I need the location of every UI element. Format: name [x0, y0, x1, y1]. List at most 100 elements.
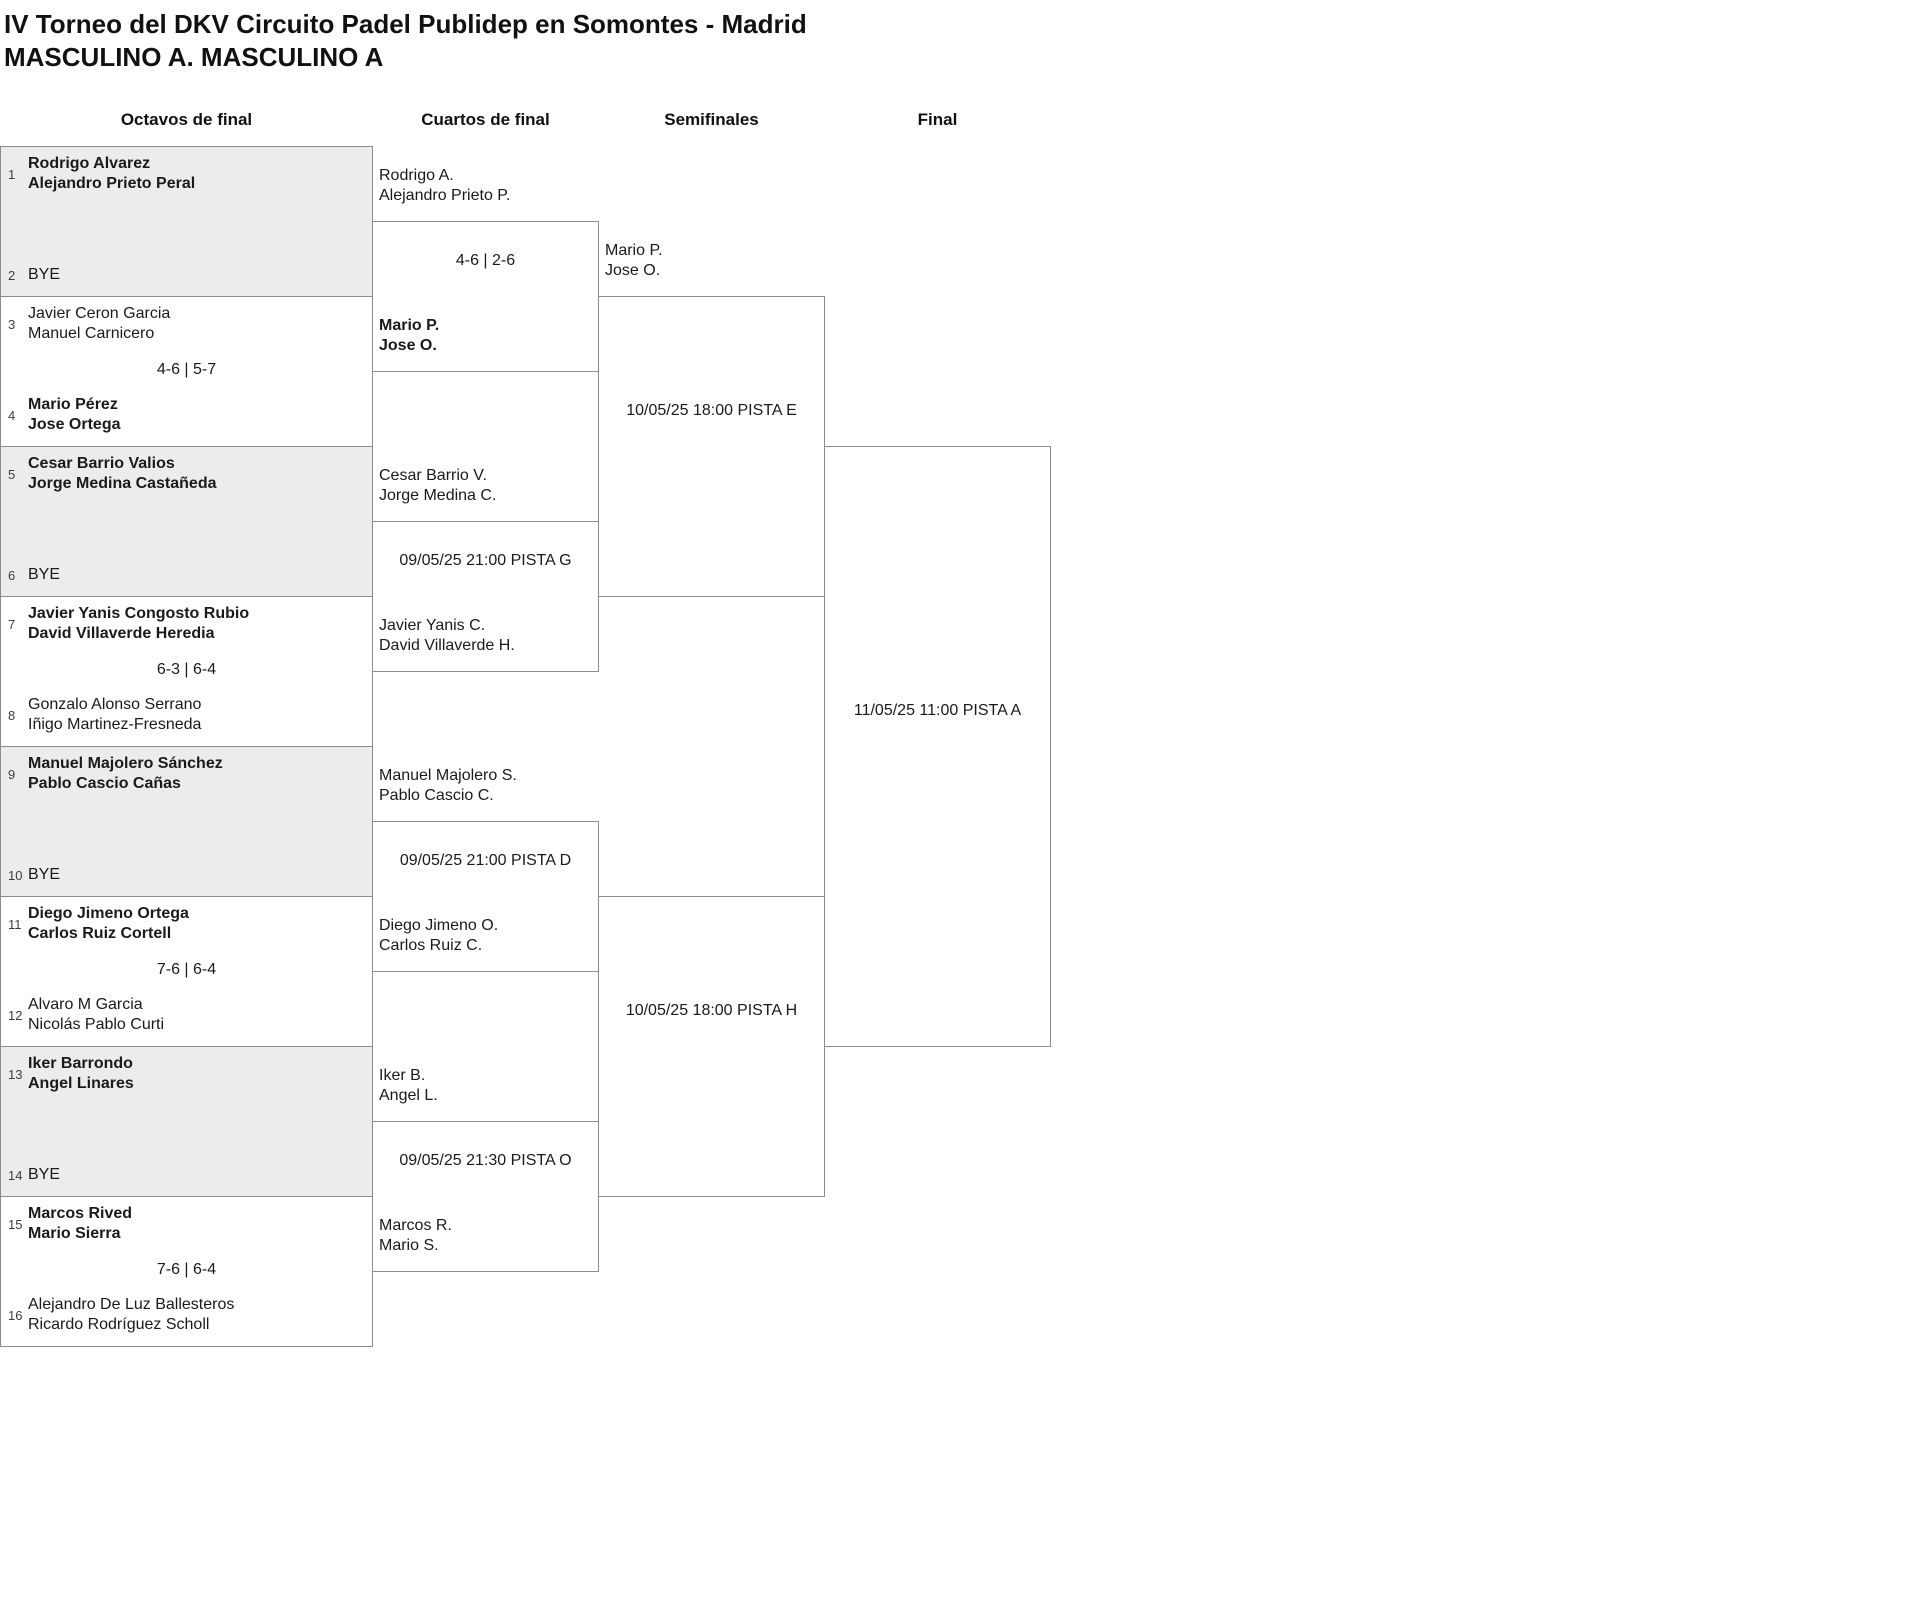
seed-number: 16	[8, 1307, 23, 1323]
player-name: Jorge Medina Castañeda	[28, 475, 217, 492]
round-header-final: Final	[917, 110, 958, 129]
team-r16-seed-14: 14 BYE	[8, 1165, 60, 1185]
match-box-r16-4	[0, 596, 373, 747]
team-r16-seed-12: 12 Alvaro M Garcia Nicolás Pablo Curti	[8, 995, 164, 1035]
match-score-r16-2: 4-6 | 5-7	[156, 361, 217, 378]
player-name: Carlos Ruiz Cortell	[28, 925, 172, 942]
match-box-r16-1	[0, 146, 373, 297]
seed-number: 12	[8, 1007, 23, 1023]
participant-qf4-top: Iker B. Angel L.	[379, 1066, 438, 1106]
match-score-r16-8: 7-6 | 6-4	[156, 1261, 217, 1278]
player-name: Diego Jimeno O.	[379, 917, 499, 934]
seed-number: 10	[8, 867, 23, 883]
player-name: Manuel Majolero S.	[379, 767, 517, 784]
seed-number: 15	[8, 1216, 23, 1232]
player-name: Javier Yanis C.	[379, 617, 486, 634]
player-name: Alejandro Prieto Peral	[28, 175, 196, 192]
player-name: Marcos Rived	[28, 1205, 133, 1222]
match-score-r16-6: 7-6 | 6-4	[156, 961, 217, 978]
match-box-qf-1	[372, 221, 599, 372]
player-name: Jose Ortega	[28, 416, 121, 433]
player-name: David Villaverde Heredia	[28, 625, 215, 642]
player-name: Jorge Medina C.	[379, 487, 497, 504]
seed-number: 6	[8, 567, 16, 583]
player-name: Pablo Cascio Cañas	[28, 775, 181, 792]
bye-label: BYE	[28, 866, 61, 883]
team-r16-seed-1: 1 Rodrigo Alvarez Alejandro Prieto Peral	[8, 154, 195, 194]
match-box-final	[824, 446, 1051, 1047]
seed-number: 4	[8, 407, 16, 423]
match-schedule-final: 11/05/25 11:00 PISTA A	[853, 702, 1022, 719]
seed-number: 5	[8, 466, 16, 482]
round-header-cuartos: Cuartos de final	[421, 110, 550, 129]
match-score-qf1: 4-6 | 2-6	[455, 252, 516, 269]
participant-qf2-bottom: Javier Yanis C. David Villaverde H.	[379, 616, 515, 656]
seed-number: 7	[8, 616, 16, 632]
player-name: Diego Jimeno Ortega	[28, 905, 189, 922]
player-name: Alejandro De Luz Ballesteros	[28, 1296, 235, 1313]
participant-qf3-bottom: Diego Jimeno O. Carlos Ruiz C.	[379, 916, 498, 956]
team-r16-seed-3: 3 Javier Ceron Garcia Manuel Carnicero	[8, 304, 170, 344]
match-box-r16-2	[0, 296, 373, 447]
player-name: Angel L.	[379, 1087, 438, 1104]
team-r16-seed-5: 5 Cesar Barrio Valios Jorge Medina Casta…	[8, 454, 217, 494]
player-name: Javier Ceron Garcia	[28, 305, 171, 322]
team-r16-seed-16: 16 Alejandro De Luz Ballesteros Ricardo …	[8, 1295, 234, 1335]
player-name: Manuel Majolero Sánchez	[28, 755, 223, 772]
player-name: Mario P.	[605, 242, 663, 259]
round-header-octavos: Octavos de final	[120, 110, 253, 129]
seed-number: 9	[8, 766, 16, 782]
participant-qf4-bottom: Marcos R. Mario S.	[379, 1216, 452, 1256]
match-box-qf-4	[372, 1121, 599, 1272]
match-box-r16-6	[0, 896, 373, 1047]
category-subtitle: MASCULINO A. MASCULINO A	[4, 42, 384, 72]
player-name: Iker Barrondo	[28, 1055, 133, 1072]
participant-qf1-top: Rodrigo A. Alejandro Prieto P.	[379, 166, 510, 206]
team-r16-seed-6: 6 BYE	[8, 565, 60, 585]
match-schedule-qf4: 09/05/25 21:30 PISTA O	[399, 1152, 572, 1169]
tournament-title: IV Torneo del DKV Circuito Padel Publide…	[4, 9, 807, 39]
match-box-qf-2	[372, 521, 599, 672]
seed-number: 3	[8, 316, 16, 332]
player-name: Angel Linares	[28, 1075, 134, 1092]
match-schedule-qf3: 09/05/25 21:00 PISTA D	[399, 852, 572, 869]
bye-label: BYE	[28, 1166, 61, 1183]
participant-qf2-top: Cesar Barrio V. Jorge Medina C.	[379, 466, 496, 506]
player-name: Alejandro Prieto P.	[379, 187, 511, 204]
player-name: Mario S.	[379, 1237, 439, 1254]
participant-qf3-top: Manuel Majolero S. Pablo Cascio C.	[379, 766, 517, 806]
player-name: Pablo Cascio C.	[379, 787, 494, 804]
player-name: Marcos R.	[379, 1217, 452, 1234]
team-r16-seed-4: 4 Mario Pérez Jose Ortega	[8, 395, 120, 435]
team-r16-seed-2: 2 BYE	[8, 265, 60, 285]
match-schedule-sf2: 10/05/25 18:00 PISTA H	[625, 1002, 798, 1019]
team-r16-seed-8: 8 Gonzalo Alonso Serrano Iñigo Martinez-…	[8, 695, 201, 735]
seed-number: 2	[8, 267, 16, 283]
match-schedule-qf2: 09/05/25 21:00 PISTA G	[399, 552, 572, 569]
player-name: Ricardo Rodríguez Scholl	[28, 1316, 210, 1333]
team-r16-seed-15: 15 Marcos Rived Mario Sierra	[8, 1204, 132, 1244]
participant-qf1-bottom: Mario P. Jose O.	[379, 316, 439, 356]
round-header-semifinales: Semifinales	[664, 110, 759, 129]
player-name: Rodrigo A.	[379, 167, 454, 184]
player-name: Rodrigo Alvarez	[28, 155, 151, 172]
player-name: Mario P.	[379, 317, 440, 334]
match-schedule-sf1: 10/05/25 18:00 PISTA E	[626, 402, 797, 419]
team-r16-seed-13: 13 Iker Barrondo Angel Linares	[8, 1054, 134, 1094]
seed-number: 8	[8, 707, 16, 723]
player-name: Iker B.	[379, 1067, 426, 1084]
seed-number: 1	[8, 166, 16, 182]
team-r16-seed-9: 9 Manuel Majolero Sánchez Pablo Cascio C…	[8, 754, 223, 794]
player-name: Mario Sierra	[28, 1225, 121, 1242]
player-name: Alvaro M Garcia	[28, 996, 143, 1013]
player-name: Jose O.	[605, 262, 661, 279]
player-name: Javier Yanis Congosto Rubio	[28, 605, 250, 622]
player-name: Manuel Carnicero	[28, 325, 155, 342]
bye-label: BYE	[28, 266, 61, 283]
player-name: Gonzalo Alonso Serrano	[28, 696, 202, 713]
player-name: Carlos Ruiz C.	[379, 937, 483, 954]
match-box-sf-1	[598, 296, 825, 597]
player-name: Cesar Barrio V.	[379, 467, 487, 484]
team-r16-seed-11: 11 Diego Jimeno Ortega Carlos Ruiz Corte…	[8, 904, 189, 944]
